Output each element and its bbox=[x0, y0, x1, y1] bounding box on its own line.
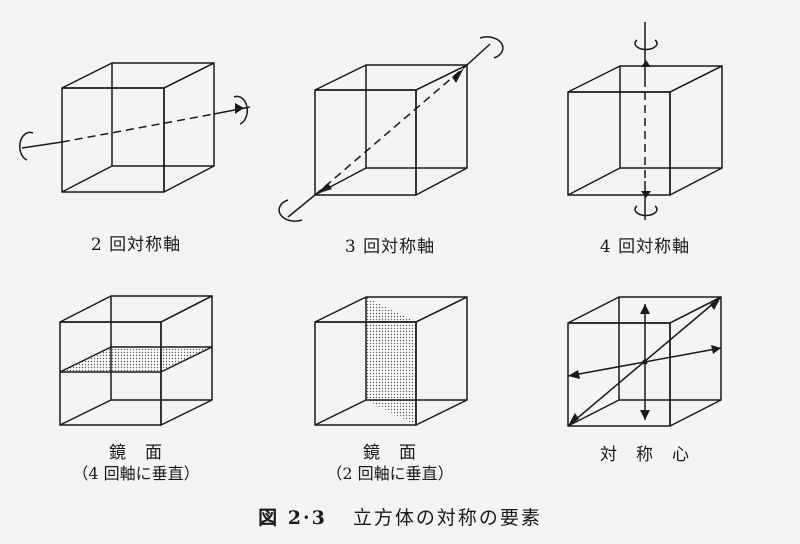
cube-mirror-plane-2fold bbox=[314, 296, 468, 426]
panel-label-mirror-2fold: 鏡 面 bbox=[363, 443, 417, 463]
rotation-arrow-icon bbox=[479, 36, 504, 59]
rotation-arrow-icon bbox=[634, 39, 658, 51]
cube-threefold-axis bbox=[278, 36, 504, 222]
cube-fourfold-axis bbox=[567, 22, 723, 220]
panel-sublabel-mirror-2fold: （2 回軸に垂直） bbox=[326, 464, 454, 483]
panel-sublabel-mirror-4fold: （4 回軸に垂直） bbox=[72, 464, 200, 483]
panel-label-fourfold: 4 回対称軸 bbox=[599, 237, 691, 257]
cube-center-of-symmetry bbox=[567, 296, 722, 427]
center-point bbox=[642, 359, 648, 365]
panel-label-center: 対 称 心 bbox=[600, 445, 690, 465]
figure-title: 立方体の対称の要素 bbox=[352, 507, 542, 529]
panel-label-threefold: 3 回対称軸 bbox=[344, 237, 436, 257]
cube-mirror-plane-4fold bbox=[59, 295, 213, 426]
cube-diagrams bbox=[18, 22, 723, 427]
rotation-arrow-icon bbox=[634, 205, 658, 217]
rotation-arrow-icon bbox=[18, 131, 34, 161]
panel-label-twofold: 2 回対称軸 bbox=[90, 235, 182, 255]
rotation-arrow-icon bbox=[278, 199, 303, 222]
figure-caption: 図 2·3 立方体の対称の要素 bbox=[0, 503, 800, 530]
rotation-arrow-icon bbox=[233, 95, 249, 125]
cube-twofold-axis bbox=[18, 62, 251, 193]
figure-number: 図 2·3 bbox=[258, 507, 327, 529]
panel-label-mirror-4fold: 鏡 面 bbox=[109, 443, 163, 463]
